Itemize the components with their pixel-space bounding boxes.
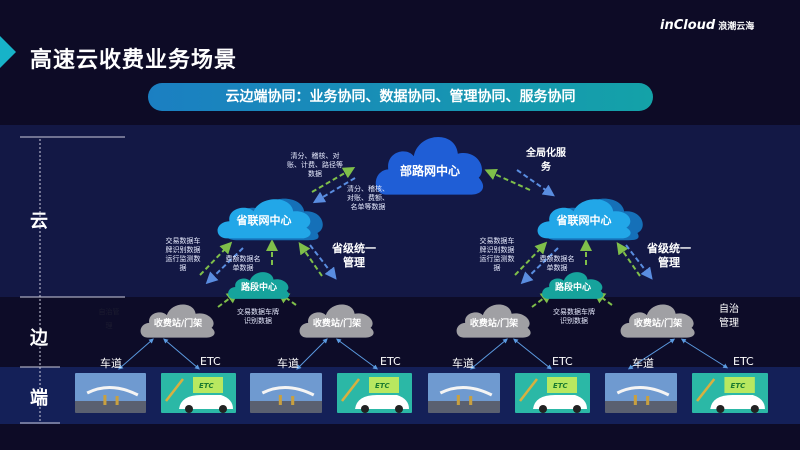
cloud-icon xyxy=(299,304,374,338)
lane-label: 车道 xyxy=(277,357,299,370)
page-title: 高速云收费业务场景 xyxy=(30,48,238,73)
etc-car-image: ETC xyxy=(161,373,236,413)
province-label: 省联网中心 xyxy=(556,214,612,227)
annotation-to-province-right: 交易数据车牌识别数据运行监测数据 xyxy=(479,237,515,272)
station-label: 收费站/门架 xyxy=(469,318,519,329)
etc-sign-text: ETC xyxy=(199,382,215,390)
toll-lane-image xyxy=(250,373,322,413)
layer-label-cloud: 云 xyxy=(30,211,48,232)
road-label: 路段中心 xyxy=(240,282,277,293)
annotation-autonomy: 自治管理 xyxy=(719,304,739,329)
etc-car-image: ETC xyxy=(515,373,590,413)
annotation-to-road-right: 交易数据车牌识别数据 xyxy=(553,308,595,325)
ministry-label: 部路网中心 xyxy=(399,163,460,178)
road-section-center-left: 路段中心 xyxy=(226,266,292,300)
etc-sign-text: ETC xyxy=(553,382,569,390)
annotation-to-ministry: 清分、稽核、对账、计费、路径等数据 xyxy=(287,152,343,178)
etc-car-image: ETC xyxy=(337,373,412,413)
lane-label: 车道 xyxy=(452,357,474,370)
etc-label: ETC xyxy=(380,355,401,368)
cloud-icon xyxy=(140,304,215,338)
toll-station-4: 收费站/门架 xyxy=(618,297,698,339)
station-label: 收费站/门架 xyxy=(312,318,362,329)
etc-sign-text: ETC xyxy=(375,382,391,390)
road-section-center-right: 路段中心 xyxy=(540,266,606,300)
annotation-from-province-left: 费额数据名单数据 xyxy=(225,255,261,272)
station-label: 收费站/门架 xyxy=(153,318,203,329)
logo-cn: 浪潮云海 xyxy=(718,22,755,32)
annotation-from-province-right: 费额数据名单数据 xyxy=(539,255,575,272)
province-label: 省联网中心 xyxy=(236,214,292,227)
etc-sign-text: ETC xyxy=(731,381,747,390)
etc-label: ETC xyxy=(552,355,573,368)
cloud-icon xyxy=(228,272,290,299)
etc-label: ETC xyxy=(733,355,754,368)
annotation-province-mgmt-left: 省级统一管理 xyxy=(332,242,376,269)
cloud-icon xyxy=(537,198,643,241)
subtitle-banner: 云边端协同：业务协同、数据协同、管理协同、服务协同 xyxy=(148,83,653,111)
station-label: 收费站/门架 xyxy=(633,318,683,329)
lane-label: 车道 xyxy=(632,357,654,370)
ministry-network-center: 部路网中心 xyxy=(372,125,488,197)
annotation-autonomy-faint: 自治管理 xyxy=(98,308,120,330)
toll-lane-image xyxy=(605,373,677,413)
toll-lane-image xyxy=(75,373,146,413)
layer-axis xyxy=(20,136,125,424)
cloud-icon xyxy=(375,136,484,195)
lane-label: 车道 xyxy=(100,357,122,370)
annotation-to-province-left: 交易数据车牌识别数据运行监测数据 xyxy=(165,237,201,272)
road-label: 路段中心 xyxy=(554,282,591,293)
cloud-icon xyxy=(620,304,695,338)
layer-label-end: 端 xyxy=(30,388,48,409)
toll-lane-image xyxy=(428,373,500,413)
toll-station-2: 收费站/门架 xyxy=(297,297,377,339)
layer-label-edge: 边 xyxy=(30,328,48,349)
etc-label: ETC xyxy=(200,355,221,368)
toll-station-1: 收费站/门架 xyxy=(138,297,218,339)
cloud-icon xyxy=(456,304,531,338)
annotation-province-mgmt-right: 省级统一管理 xyxy=(647,242,691,269)
logo-text: inCloud xyxy=(660,18,716,33)
province-center-left: 省联网中心 xyxy=(214,188,324,242)
annotation-from-ministry: 清分、稽核、对账、费额、名单等数据 xyxy=(347,185,389,211)
province-center-right: 省联网中心 xyxy=(534,188,644,242)
cloud-icon xyxy=(217,198,323,241)
annotation-global-service: 全局化服务 xyxy=(526,148,566,173)
etc-car-image: ETC xyxy=(692,373,768,413)
annotation-to-road-left: 交易数据车牌识别数据 xyxy=(237,308,279,325)
cloud-icon xyxy=(542,272,604,299)
toll-station-3: 收费站/门架 xyxy=(454,297,534,339)
title-accent-icon xyxy=(0,36,16,68)
